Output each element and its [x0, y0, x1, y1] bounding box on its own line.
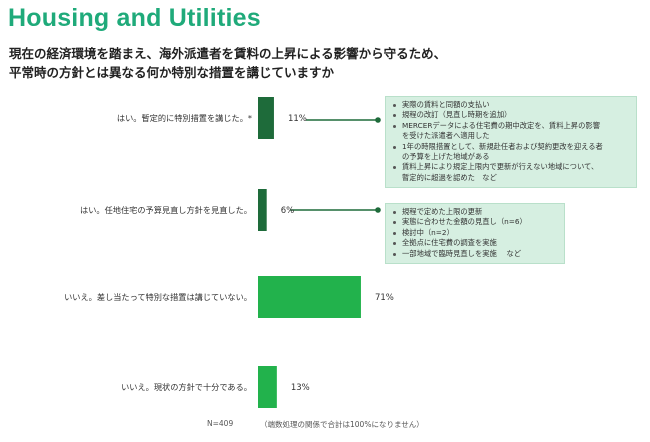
- note-box-budget-review: 規程で定めた上限の更新実態に合わせた金額の見直し（n=6）検討中（n=2）全拠点…: [385, 203, 565, 264]
- category-label-budget-review: はい。任地住宅の予算見直し方針を見直した。: [80, 205, 252, 215]
- value-label-budget-review: 6%: [281, 206, 295, 216]
- note-item: 規程で定めた上限の更新: [392, 207, 556, 217]
- note-item: を受けた派遣者へ適用した: [402, 131, 490, 141]
- note-item: 規程の改訂（見直し時期を追加）: [392, 110, 628, 120]
- sample-size: N=409: [207, 419, 234, 428]
- note-item: の予算を上げた地域がある: [402, 152, 490, 162]
- note-item: 1年の時限措置として、新規赴任者および契約更改を迎える者: [392, 142, 628, 152]
- bar-policy-sufficient: [258, 366, 277, 408]
- note-item: 暫定的に超過を認めた など: [402, 172, 497, 182]
- category-label-policy-sufficient: いいえ。現状の方針で十分である。: [121, 382, 252, 392]
- connector-dot-2: [375, 207, 381, 213]
- note-list-budget-review: 規程で定めた上限の更新実態に合わせた金額の見直し（n=6）検討中（n=2）全拠点…: [392, 207, 556, 259]
- note-item: 実態に合わせた金額の見直し（n=6）: [392, 217, 556, 227]
- bar-no-measures: [258, 276, 361, 318]
- note-item: 全拠点に住宅費の調査を実施: [392, 238, 556, 248]
- value-label-special-measures: 11%: [288, 114, 307, 124]
- value-label-policy-sufficient: 13%: [291, 383, 310, 393]
- subtitle-line-1: 現在の経済環境を踏まえ、海外派遣者を賃料の上昇による影響から守るため、: [9, 46, 447, 61]
- note-item: 実際の賃料と同額の支払い: [392, 100, 628, 110]
- value-label-no-measures: 71%: [375, 293, 394, 303]
- note-item: 賃料上昇により規定上限内で更新が行えない地域について、: [392, 162, 628, 172]
- note-list-special-measures: 実際の賃料と同額の支払い規程の改訂（見直し時期を追加）MERCERデータによる住…: [392, 100, 628, 183]
- note-item: 検討中（n=2）: [392, 228, 556, 238]
- bar-series: はい。暫定的に特別措置を講じた。* 11% はい。任地住宅の予算見直し方針を見直した…: [64, 97, 394, 408]
- connector-dot-1: [375, 117, 381, 123]
- note-item: MERCERデータによる住宅費の期中改定を、賃料上昇の影響: [392, 121, 628, 131]
- note-item: 一部地域で臨時見直しを実施 など: [392, 249, 556, 259]
- bar-budget-review: [258, 189, 267, 231]
- page-title: Housing and Utilities: [8, 4, 261, 32]
- bar-special-measures: [258, 97, 274, 139]
- category-label-no-measures: いいえ。差し当たって特別な措置は講じていない。: [64, 292, 252, 302]
- note-connectors: [290, 117, 381, 213]
- rounding-note: （端数処理の関係で合計は100%になりません）: [260, 420, 424, 429]
- note-box-special-measures: 実際の賃料と同額の支払い規程の改訂（見直し時期を追加）MERCERデータによる住…: [385, 96, 637, 188]
- category-label-special-measures: はい。暫定的に特別措置を講じた。*: [117, 113, 252, 123]
- subtitle-line-2: 平常時の方針とは異なる何か特別な措置を講じていますか: [9, 65, 335, 80]
